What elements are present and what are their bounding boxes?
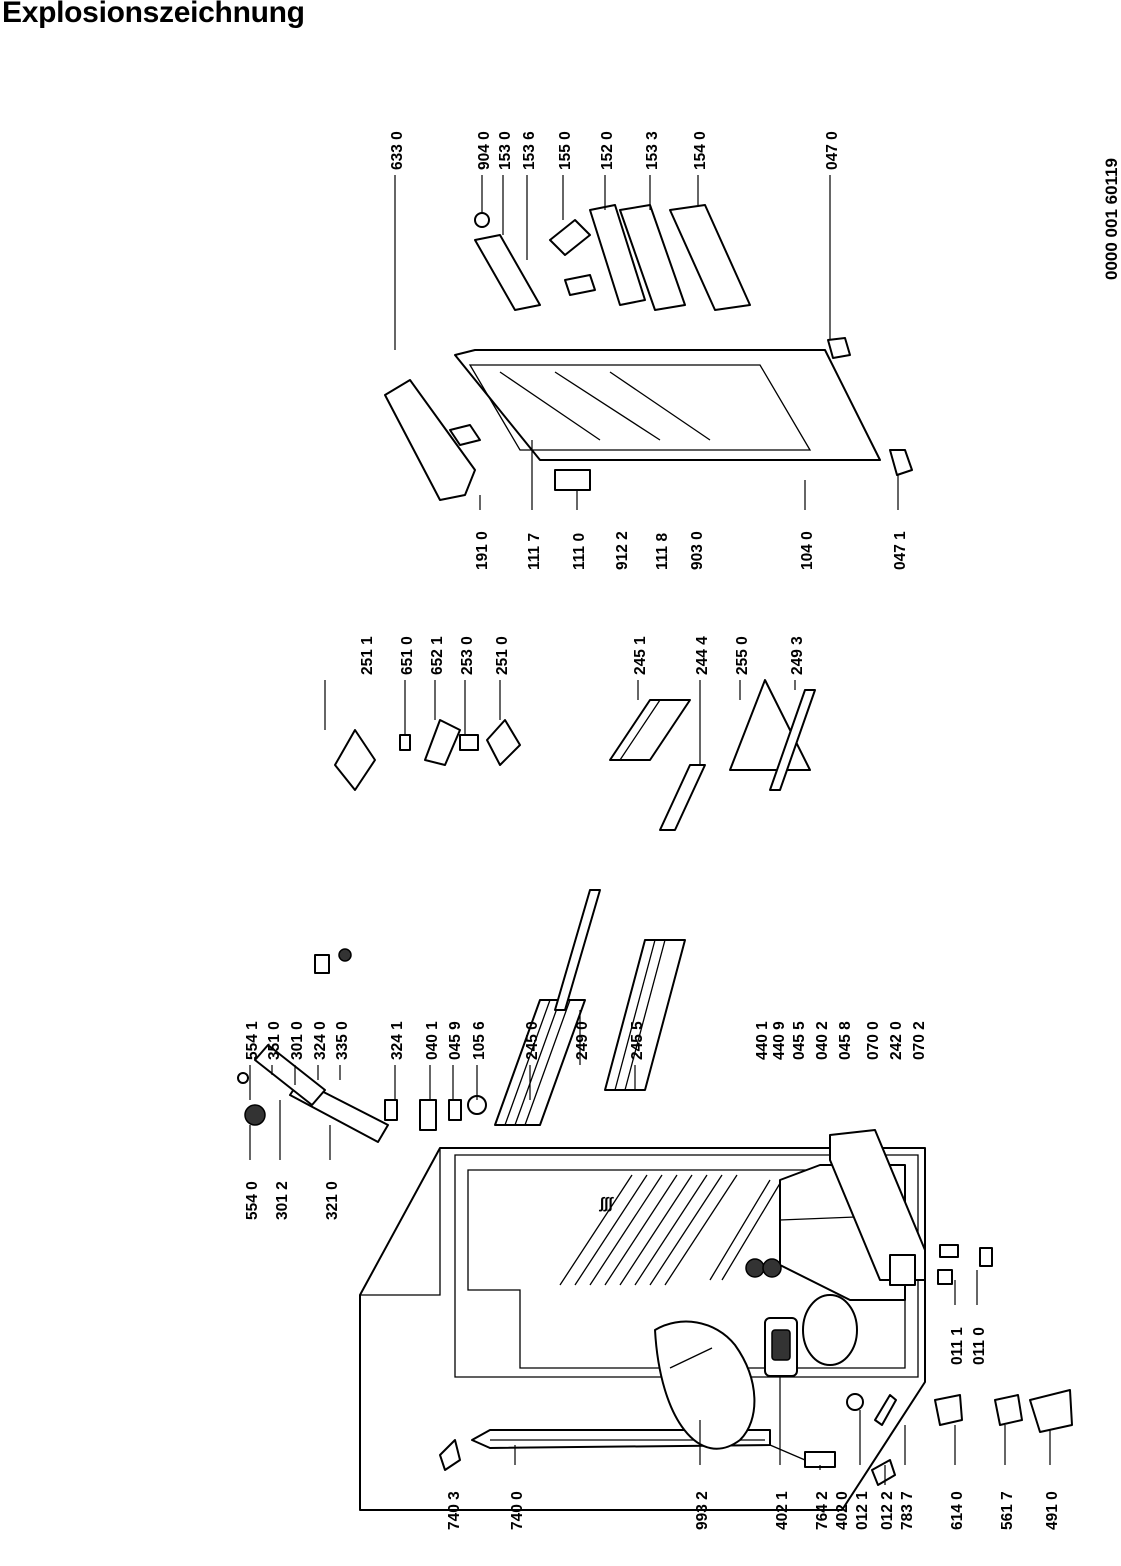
parts-artwork: ∫∫∫ bbox=[237, 204, 1073, 1511]
label-651-0: 651 0 bbox=[399, 636, 416, 675]
label-040-2: 040 2 bbox=[814, 1021, 831, 1060]
label-104-0: 104 0 bbox=[799, 531, 816, 570]
label-249-0: 249 0 bbox=[574, 1021, 591, 1060]
label-245-5: 245 5 bbox=[629, 1021, 646, 1060]
small-parts-upper bbox=[334, 719, 521, 791]
shelves bbox=[494, 679, 816, 1126]
label-440-1: 440 1 bbox=[754, 1021, 771, 1060]
label-402-1: 402 1 bbox=[774, 1491, 791, 1530]
small-parts-lower bbox=[439, 1244, 1073, 1486]
document-number: 0000 001 60119 bbox=[1102, 158, 1121, 280]
label-633-0: 633 0 bbox=[389, 131, 406, 170]
label-045-9: 045 9 bbox=[447, 1021, 464, 1060]
label-740-0: 740 0 bbox=[509, 1491, 526, 1530]
label-045-8: 045 8 bbox=[837, 1021, 854, 1060]
label-012-1: 012 1 bbox=[854, 1491, 871, 1530]
label-070-0: 070 0 bbox=[865, 1021, 882, 1060]
cabinet: ∫∫∫ bbox=[359, 1129, 926, 1511]
label-912-2: 912 2 bbox=[614, 531, 631, 570]
label-244-4: 244 4 bbox=[694, 636, 711, 675]
page-title: Explosionszeichnung bbox=[2, 0, 305, 29]
compressor bbox=[654, 1294, 864, 1450]
label-993-2: 993 2 bbox=[694, 1491, 711, 1530]
label-301-0: 301 0 bbox=[289, 1021, 306, 1060]
label-242-0: 242 0 bbox=[888, 1021, 905, 1060]
label-251-1: 251 1 bbox=[359, 636, 376, 675]
label-561-7: 561 7 bbox=[999, 1491, 1016, 1530]
label-191-0: 191 0 bbox=[474, 531, 491, 570]
top-control-panel bbox=[237, 948, 487, 1143]
label-335-0: 335 0 bbox=[334, 1021, 351, 1060]
label-614-0: 614 0 bbox=[949, 1491, 966, 1530]
label-153-0: 153 0 bbox=[497, 131, 514, 170]
label-904-0: 904 0 bbox=[476, 131, 493, 170]
label-153-3: 153 3 bbox=[644, 131, 661, 170]
label-301-2: 301 2 bbox=[274, 1181, 291, 1220]
label-324-0: 324 0 bbox=[312, 1021, 329, 1060]
label-740-3: 740 3 bbox=[446, 1491, 463, 1530]
label-012-2: 012 2 bbox=[879, 1491, 896, 1530]
label-253-0: 253 0 bbox=[459, 636, 476, 675]
label-047-0: 047 0 bbox=[824, 131, 841, 170]
label-111-0: 111 0 bbox=[571, 533, 588, 570]
svg-text:∫∫∫: ∫∫∫ bbox=[599, 1195, 614, 1212]
label-011-1: 011 1 bbox=[949, 1327, 966, 1365]
label-652-1: 652 1 bbox=[429, 636, 446, 675]
label-351-0: 351 0 bbox=[266, 1021, 283, 1060]
door bbox=[384, 337, 913, 501]
label-047-1: 047 1 bbox=[892, 531, 909, 570]
label-783-7: 783 7 bbox=[899, 1491, 916, 1530]
label-554-1: 554 1 bbox=[244, 1021, 261, 1060]
label-245-1: 245 1 bbox=[632, 636, 649, 675]
label-245-0: 245 0 bbox=[524, 1021, 541, 1060]
door-bins bbox=[474, 204, 751, 311]
label-903-0: 903 0 bbox=[689, 531, 706, 570]
label-255-0: 255 0 bbox=[734, 636, 751, 675]
label-491-0: 491 0 bbox=[1044, 1491, 1061, 1530]
label-554-0: 554 0 bbox=[244, 1181, 261, 1220]
label-105-6: 105 6 bbox=[471, 1021, 488, 1060]
label-011-0: 011 0 bbox=[971, 1327, 988, 1365]
leader-lines bbox=[249, 175, 1051, 1485]
label-154-0: 154 0 bbox=[692, 131, 709, 170]
part-labels: 554 1 351 0 301 0 324 0 335 0 324 1 040 … bbox=[244, 131, 1061, 1530]
label-155-0: 155 0 bbox=[557, 131, 574, 170]
label-111-7: 111 7 bbox=[526, 533, 543, 570]
label-402-0: 402 0 bbox=[834, 1491, 851, 1530]
label-440-9: 440 9 bbox=[771, 1021, 788, 1060]
label-249-3: 249 3 bbox=[789, 636, 806, 675]
label-040-1: 040 1 bbox=[424, 1021, 441, 1060]
label-251-0: 251 0 bbox=[494, 636, 511, 675]
label-070-2: 070 2 bbox=[911, 1021, 928, 1060]
label-153-6: 153 6 bbox=[521, 131, 538, 170]
label-321-0: 321 0 bbox=[324, 1181, 341, 1220]
label-764-2: 764 2 bbox=[814, 1491, 831, 1530]
label-152-0: 152 0 bbox=[599, 131, 616, 170]
label-111-8: 111 8 bbox=[654, 533, 671, 570]
label-324-1: 324 1 bbox=[389, 1021, 406, 1060]
label-045-5: 045 5 bbox=[791, 1021, 808, 1060]
